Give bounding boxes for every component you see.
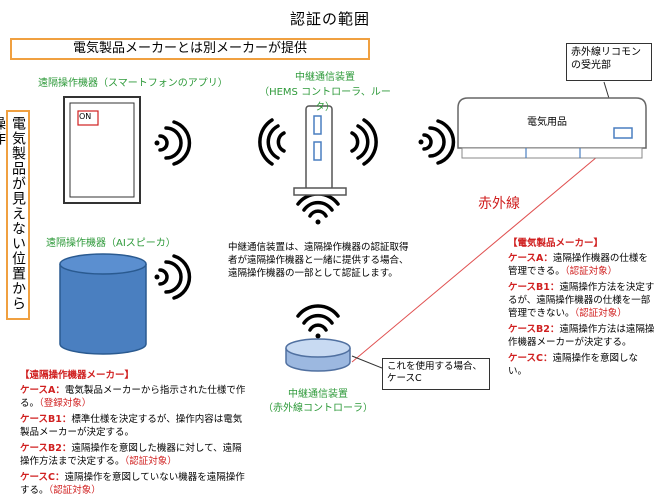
- ir-receiver-callout: 赤外線リコモンの受光部: [566, 43, 652, 81]
- case-key: ケースA：: [508, 253, 553, 264]
- wifi-icon: [154, 254, 192, 300]
- wifi-icon: [258, 118, 286, 166]
- appliance-case-a: ケースA：遠隔操作機器の仕様を管理できる。（認証対象）: [508, 252, 656, 278]
- appliance-label: 電気用品: [527, 117, 567, 128]
- air-conditioner-icon: [457, 97, 647, 159]
- case-text: 遠隔操作を意図した機器に対して、遠隔操作方法まで決定する。: [20, 443, 242, 467]
- case-key: ケースB1：: [20, 414, 72, 425]
- wifi-icon: [296, 304, 340, 339]
- on-button: ON: [79, 112, 92, 121]
- infrared-label: 赤外線: [478, 196, 520, 212]
- appliance-maker-cases: 【電気製品メーカー】 ケースA：遠隔操作機器の仕様を管理できる。（認証対象） ケ…: [508, 237, 656, 378]
- tablet-icon: [63, 96, 141, 204]
- ir-controller-icon: [285, 338, 351, 372]
- wifi-icon: [296, 192, 340, 225]
- case-tag: （認証対象）: [48, 485, 101, 496]
- relay-hems-label: 中継通信装置 （HEMS コントローラ、ルータ）: [255, 68, 395, 113]
- wifi-icon: [418, 119, 456, 165]
- relay-ir-label: 中継通信装置 （赤外線コントローラ）: [258, 388, 378, 416]
- relay-hems-label-line2: （HEMS コントローラ、ルータ）: [259, 87, 391, 113]
- remote-maker-cases: 【遠隔操作機器メーカー】 ケースA：電気製品メーカーから指示された仕様で作る。（…: [20, 369, 246, 497]
- case-tag: （認証対象）: [124, 456, 177, 467]
- callout-leader: [351, 355, 383, 369]
- appliance-maker-heading: 【電気製品メーカー】: [508, 238, 604, 249]
- case-text: 電気製品メーカーから指示された仕様で作る。: [20, 385, 246, 409]
- case-c-callout: これを使用する場合、ケースC: [382, 358, 490, 390]
- ai-speaker-label: 遠隔操作機器（AIスピーカ）: [46, 238, 176, 249]
- wifi-icon: [350, 118, 378, 166]
- case-text: 標準仕様を決定するが、操作内容は電気製品メーカーが決定する。: [20, 414, 243, 438]
- case-key: ケースB1：: [508, 282, 560, 293]
- remote-case-c: ケースC：遠隔操作を意図していない機器を遠隔操作する。（認証対象）: [20, 471, 246, 497]
- page-title: 認証の範囲: [289, 10, 370, 28]
- relay-hems-label-line1: 中継通信装置: [295, 72, 355, 83]
- case-key: ケースC：: [20, 472, 65, 483]
- remote-case-a: ケースA：電気製品メーカーから指示された仕様で作る。（登録対象）: [20, 384, 246, 410]
- case-key: ケースA：: [20, 385, 65, 396]
- case-key: ケースB2：: [20, 443, 72, 454]
- case-text: 遠隔操作を意図しない。: [508, 353, 639, 377]
- appliance-case-b1: ケースB1：遠隔操作方法を決定するが、遠隔操作機器の仕様を一部管理できない。（認…: [508, 281, 656, 320]
- case-key: ケースC：: [508, 353, 553, 364]
- vertical-note: 電気製品が見えない位置から操作: [0, 110, 30, 320]
- remote-case-b1: ケースB1：標準仕様を決定するが、操作内容は電気製品メーカーが決定する。: [20, 413, 246, 439]
- appliance-case-c: ケースC：遠隔操作を意図しない。: [508, 352, 656, 378]
- other-maker-note: 電気製品メーカーとは別メーカーが提供: [10, 38, 370, 60]
- relay-ir-label-line2: （赤外線コントローラ）: [263, 403, 373, 414]
- case-tag: （認証対象）: [564, 266, 618, 277]
- speaker-icon: [59, 253, 147, 355]
- remote-maker-heading: 【遠隔操作機器メーカー】: [20, 370, 135, 381]
- relay-note: 中継通信装置は、遠隔操作機器の認証取得者が遠隔操作機器と一緒に提供する場合、遠隔…: [228, 242, 409, 279]
- case-text: 遠隔操作機器の仕様を管理できる。: [508, 253, 648, 277]
- case-tag: （認証対象）: [574, 308, 627, 319]
- case-text: 遠隔操作を意図していない機器を遠隔操作する。: [20, 472, 245, 496]
- wifi-icon: [154, 120, 192, 166]
- infrared-line: [351, 135, 623, 363]
- remote-case-b2: ケースB2：遠隔操作を意図した機器に対して、遠隔操作方法まで決定する。（認証対象…: [20, 442, 246, 468]
- case-text: 遠隔操作方法は遠隔操作機器メーカーが決定する。: [508, 324, 655, 348]
- appliance-case-b2: ケースB2：遠隔操作方法は遠隔操作機器メーカーが決定する。: [508, 323, 656, 349]
- case-tag: （登録対象）: [39, 398, 92, 409]
- remote-app-label: 遠隔操作機器（スマートフォンのアプリ）: [38, 78, 228, 89]
- case-text: 遠隔操作方法を決定するが、遠隔操作機器の仕様を一部管理できない。: [508, 282, 655, 319]
- case-key: ケースB2：: [508, 324, 560, 335]
- router-icon: [293, 105, 347, 196]
- relay-ir-label-line1: 中継通信装置: [288, 389, 348, 400]
